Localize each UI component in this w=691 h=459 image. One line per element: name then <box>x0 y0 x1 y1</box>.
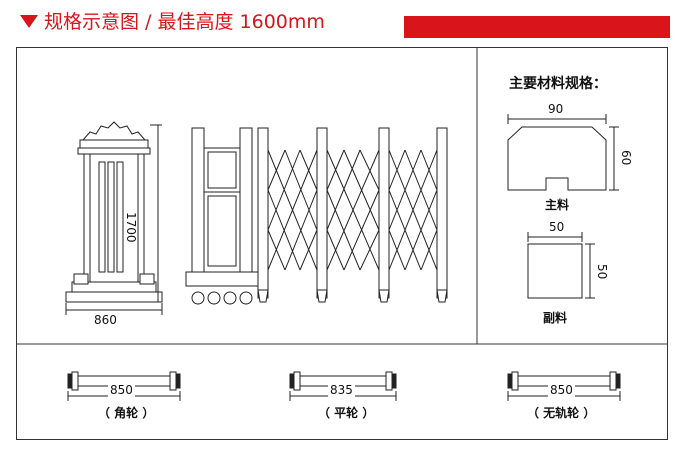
materials-heading: 主要材料规格： <box>509 76 607 92</box>
secondary-material-profile <box>527 243 583 299</box>
height-dimension <box>150 124 162 303</box>
flat-wheel-label: （ 平轮 ） <box>318 406 375 420</box>
flat-wheel-drawing <box>289 371 397 401</box>
main-material-label: 主料 <box>545 198 570 212</box>
main-material-profile <box>507 126 607 191</box>
corner-wheel-label: （ 角轮 ） <box>98 406 155 420</box>
secondary-material-label: 副料 <box>543 311 568 325</box>
secondary-material-dimensions <box>527 232 595 299</box>
width-dimension <box>65 303 163 315</box>
main-material-dimensions <box>507 114 619 191</box>
page-title: 规格示意图 / 最佳高度 1600mm <box>44 11 325 33</box>
secondary-material-height-label: 50 <box>595 264 609 280</box>
trackless-wheel-dimension: 850 <box>548 383 575 397</box>
gate-post-drawing <box>65 121 163 303</box>
flat-wheel-dimension: 835 <box>328 383 355 397</box>
trackless-wheel-label: （ 无轨轮 ） <box>527 406 596 420</box>
height-dimension-label: 1700 <box>124 212 138 243</box>
triangle-marker-icon <box>20 15 38 28</box>
main-material-height-label: 60 <box>619 150 633 166</box>
diagram-frame <box>16 47 668 440</box>
width-dimension-label: 860 <box>94 313 117 327</box>
header-accent-bar <box>404 16 670 38</box>
main-material-width-label: 90 <box>548 102 564 116</box>
secondary-material-width-label: 50 <box>549 220 565 234</box>
gate-body-drawing <box>185 127 448 305</box>
corner-wheel-dimension: 850 <box>108 383 135 397</box>
scissor-lattice <box>267 149 438 271</box>
